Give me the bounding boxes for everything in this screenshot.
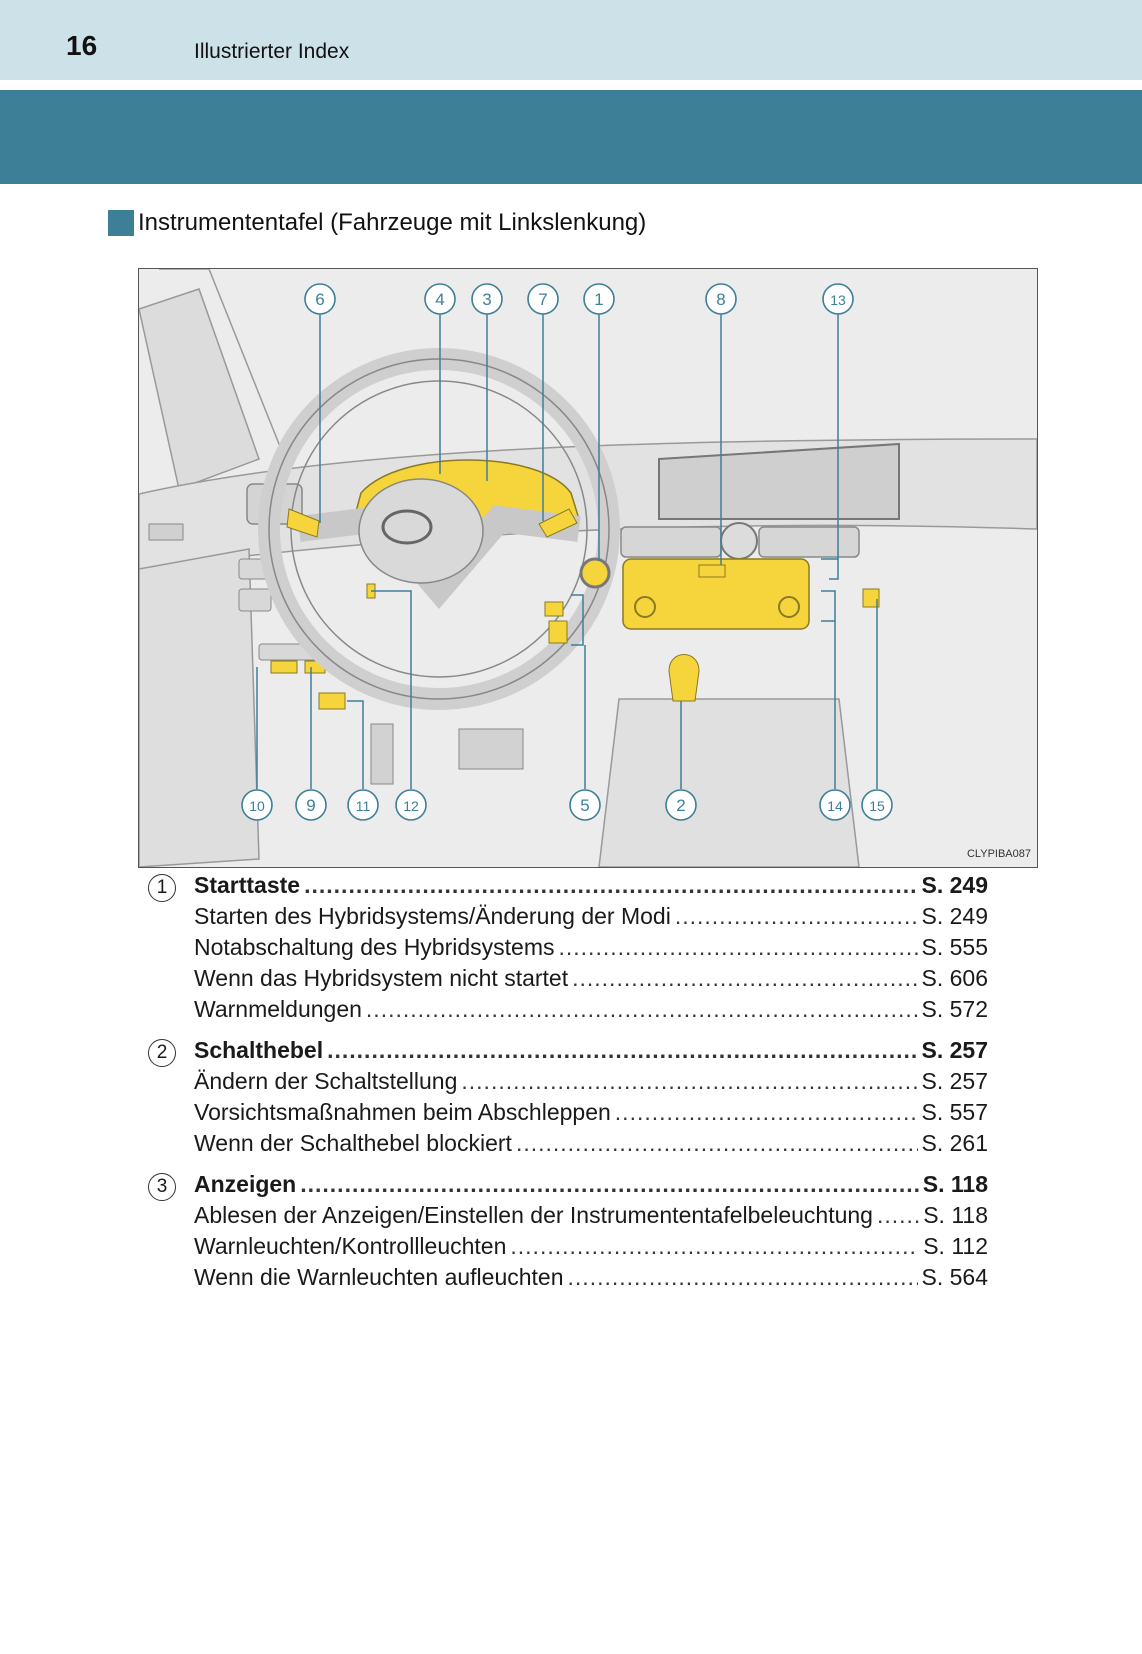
entry-page-link[interactable]: S. 257 (921, 1037, 989, 1063)
entry-title: Schalthebel (194, 1037, 324, 1063)
section-marker-icon (108, 210, 134, 236)
page-number: 16 (66, 30, 98, 61)
callout-circle-1 (583, 283, 615, 315)
callout-circle-6 (304, 283, 336, 315)
callout-number-6: 6 (315, 290, 324, 309)
sub-entry-label: Vorsichtsmaßnahmen beim Abschleppen (194, 1099, 611, 1125)
index-list: 1 Starttaste S. 249 Starten des Hybridsys… (148, 872, 988, 1295)
header-title: Illustrierter Index (194, 40, 350, 63)
callout-number-10: 10 (249, 798, 265, 814)
entry-number-badge: 1 (148, 874, 176, 902)
callout-circle-8 (705, 283, 737, 315)
sub-entry: Ändern der Schaltstellung S. 257 (148, 1068, 988, 1099)
section-title: Instrumententafel (Fahrzeuge mit Linksle… (138, 209, 647, 236)
index-entry: 1 Starttaste S. 249 Starten des Hybridsys… (148, 872, 988, 1027)
figure-code: CLYPIBA087 (967, 848, 1031, 860)
entry-title: Starttaste (194, 872, 301, 898)
callout-number-8: 8 (716, 290, 725, 309)
sub-entry: Warnleuchten/Kontrollleuchten S. 112 (148, 1233, 988, 1264)
callout-circle-5 (569, 789, 601, 821)
sub-entry-page-link[interactable]: S. 564 (921, 1264, 989, 1290)
entry-main-line: Starttaste S. 249 (148, 872, 988, 903)
sub-entry-label: Starten des Hybridsystems/Änderung der M… (194, 903, 671, 929)
sub-entry-page-link[interactable]: S. 606 (921, 965, 989, 991)
sub-entry-page-link[interactable]: S. 557 (921, 1099, 989, 1125)
sub-entry: Wenn das Hybridsystem nicht startet S. 60… (148, 965, 988, 996)
callout-number-13: 13 (830, 292, 846, 308)
section-heading: Instrumententafel (Fahrzeuge mit Linksle… (108, 208, 646, 238)
sub-entry-page-link[interactable]: S. 261 (921, 1130, 989, 1156)
sub-entry-label: Wenn die Warnleuchten aufleuchten (194, 1264, 564, 1290)
header-band (0, 0, 1142, 80)
callout-number-1: 1 (594, 290, 603, 309)
index-entry: 3 Anzeigen S. 118 Ablesen der Anzeigen/Ei… (148, 1171, 988, 1295)
callout-number-5: 5 (580, 796, 589, 815)
sub-entry: Wenn der Schalthebel blockiert S. 261 (148, 1130, 988, 1161)
entry-title: Anzeigen (194, 1171, 297, 1197)
sub-entry-label: Wenn der Schalthebel blockiert (194, 1130, 512, 1156)
callout-number-11: 11 (356, 798, 371, 814)
entry-page-link[interactable]: S. 118 (922, 1171, 988, 1197)
callout-circle-3 (471, 283, 503, 315)
callout-circle-13 (822, 283, 854, 315)
sub-entry-label: Ändern der Schaltstellung (194, 1068, 458, 1094)
sub-entry-label: Warnleuchten/Kontrollleuchten (194, 1233, 507, 1259)
sub-entry-label: Warnmeldungen (194, 996, 362, 1022)
callout-number-2: 2 (676, 796, 685, 815)
callout-number-12: 12 (403, 798, 419, 814)
sub-entry-label: Wenn das Hybridsystem nicht startet (194, 965, 569, 991)
sub-entry-page-link[interactable]: S. 257 (921, 1068, 989, 1094)
callout-circle-7 (527, 283, 559, 315)
sub-entry-page-link[interactable]: S. 112 (923, 1233, 988, 1259)
sub-entry-page-link[interactable]: S. 249 (921, 903, 989, 929)
entry-number-badge: 2 (148, 1039, 176, 1067)
callout-circle-4 (424, 283, 456, 315)
callout-number-15: 15 (869, 798, 885, 814)
callout-number-14: 14 (827, 798, 843, 814)
callout-number-7: 7 (538, 290, 547, 309)
sub-entry: Notabschaltung des Hybridsystems S. 555 (148, 934, 988, 965)
callout-circle-12 (395, 789, 427, 821)
header-accent-band (0, 90, 1142, 184)
callout-number-4: 4 (435, 290, 444, 309)
entry-number-badge: 3 (148, 1173, 176, 1201)
entry-page-link[interactable]: S. 249 (921, 872, 989, 898)
callout-number-9: 9 (306, 796, 315, 815)
sub-entry-page-link[interactable]: S. 572 (921, 996, 989, 1022)
entry-main-line: Schalthebel S. 257 (148, 1037, 988, 1068)
sub-entry: Vorsichtsmaßnahmen beim Abschleppen S. 55… (148, 1099, 988, 1130)
dashboard-illustration: 6 4 3 7 1 8 13 10 9 11 12 5 2 14 15 CLYPIBA087 (138, 268, 1038, 868)
index-entry: 2 Schalthebel S. 257 Ändern der Schaltste… (148, 1037, 988, 1161)
callout-number-3: 3 (482, 290, 491, 309)
sub-entry-page-link[interactable]: S. 555 (921, 934, 989, 960)
callout-circle-14 (819, 789, 851, 821)
sub-entry: Starten des Hybridsystems/Änderung der M… (148, 903, 988, 934)
callout-circle-11 (347, 789, 379, 821)
sub-entry: Ablesen der Anzeigen/Einstellen der Inst… (148, 1202, 988, 1233)
sub-entry: Wenn die Warnleuchten aufleuchten S. 564 (148, 1264, 988, 1295)
callout-circle-15 (861, 789, 893, 821)
sub-entry-label: Notabschaltung des Hybridsystems (194, 934, 555, 960)
callout-circle-9 (295, 789, 327, 821)
sub-entry-label: Ablesen der Anzeigen/Einstellen der Inst… (194, 1202, 873, 1228)
sub-entry-page-link[interactable]: S. 118 (923, 1202, 988, 1228)
sub-entry: Warnmeldungen S. 572 (148, 996, 988, 1027)
entry-main-line: Anzeigen S. 118 (148, 1171, 988, 1202)
callout-circle-10 (241, 789, 273, 821)
callout-circle-2 (665, 789, 697, 821)
